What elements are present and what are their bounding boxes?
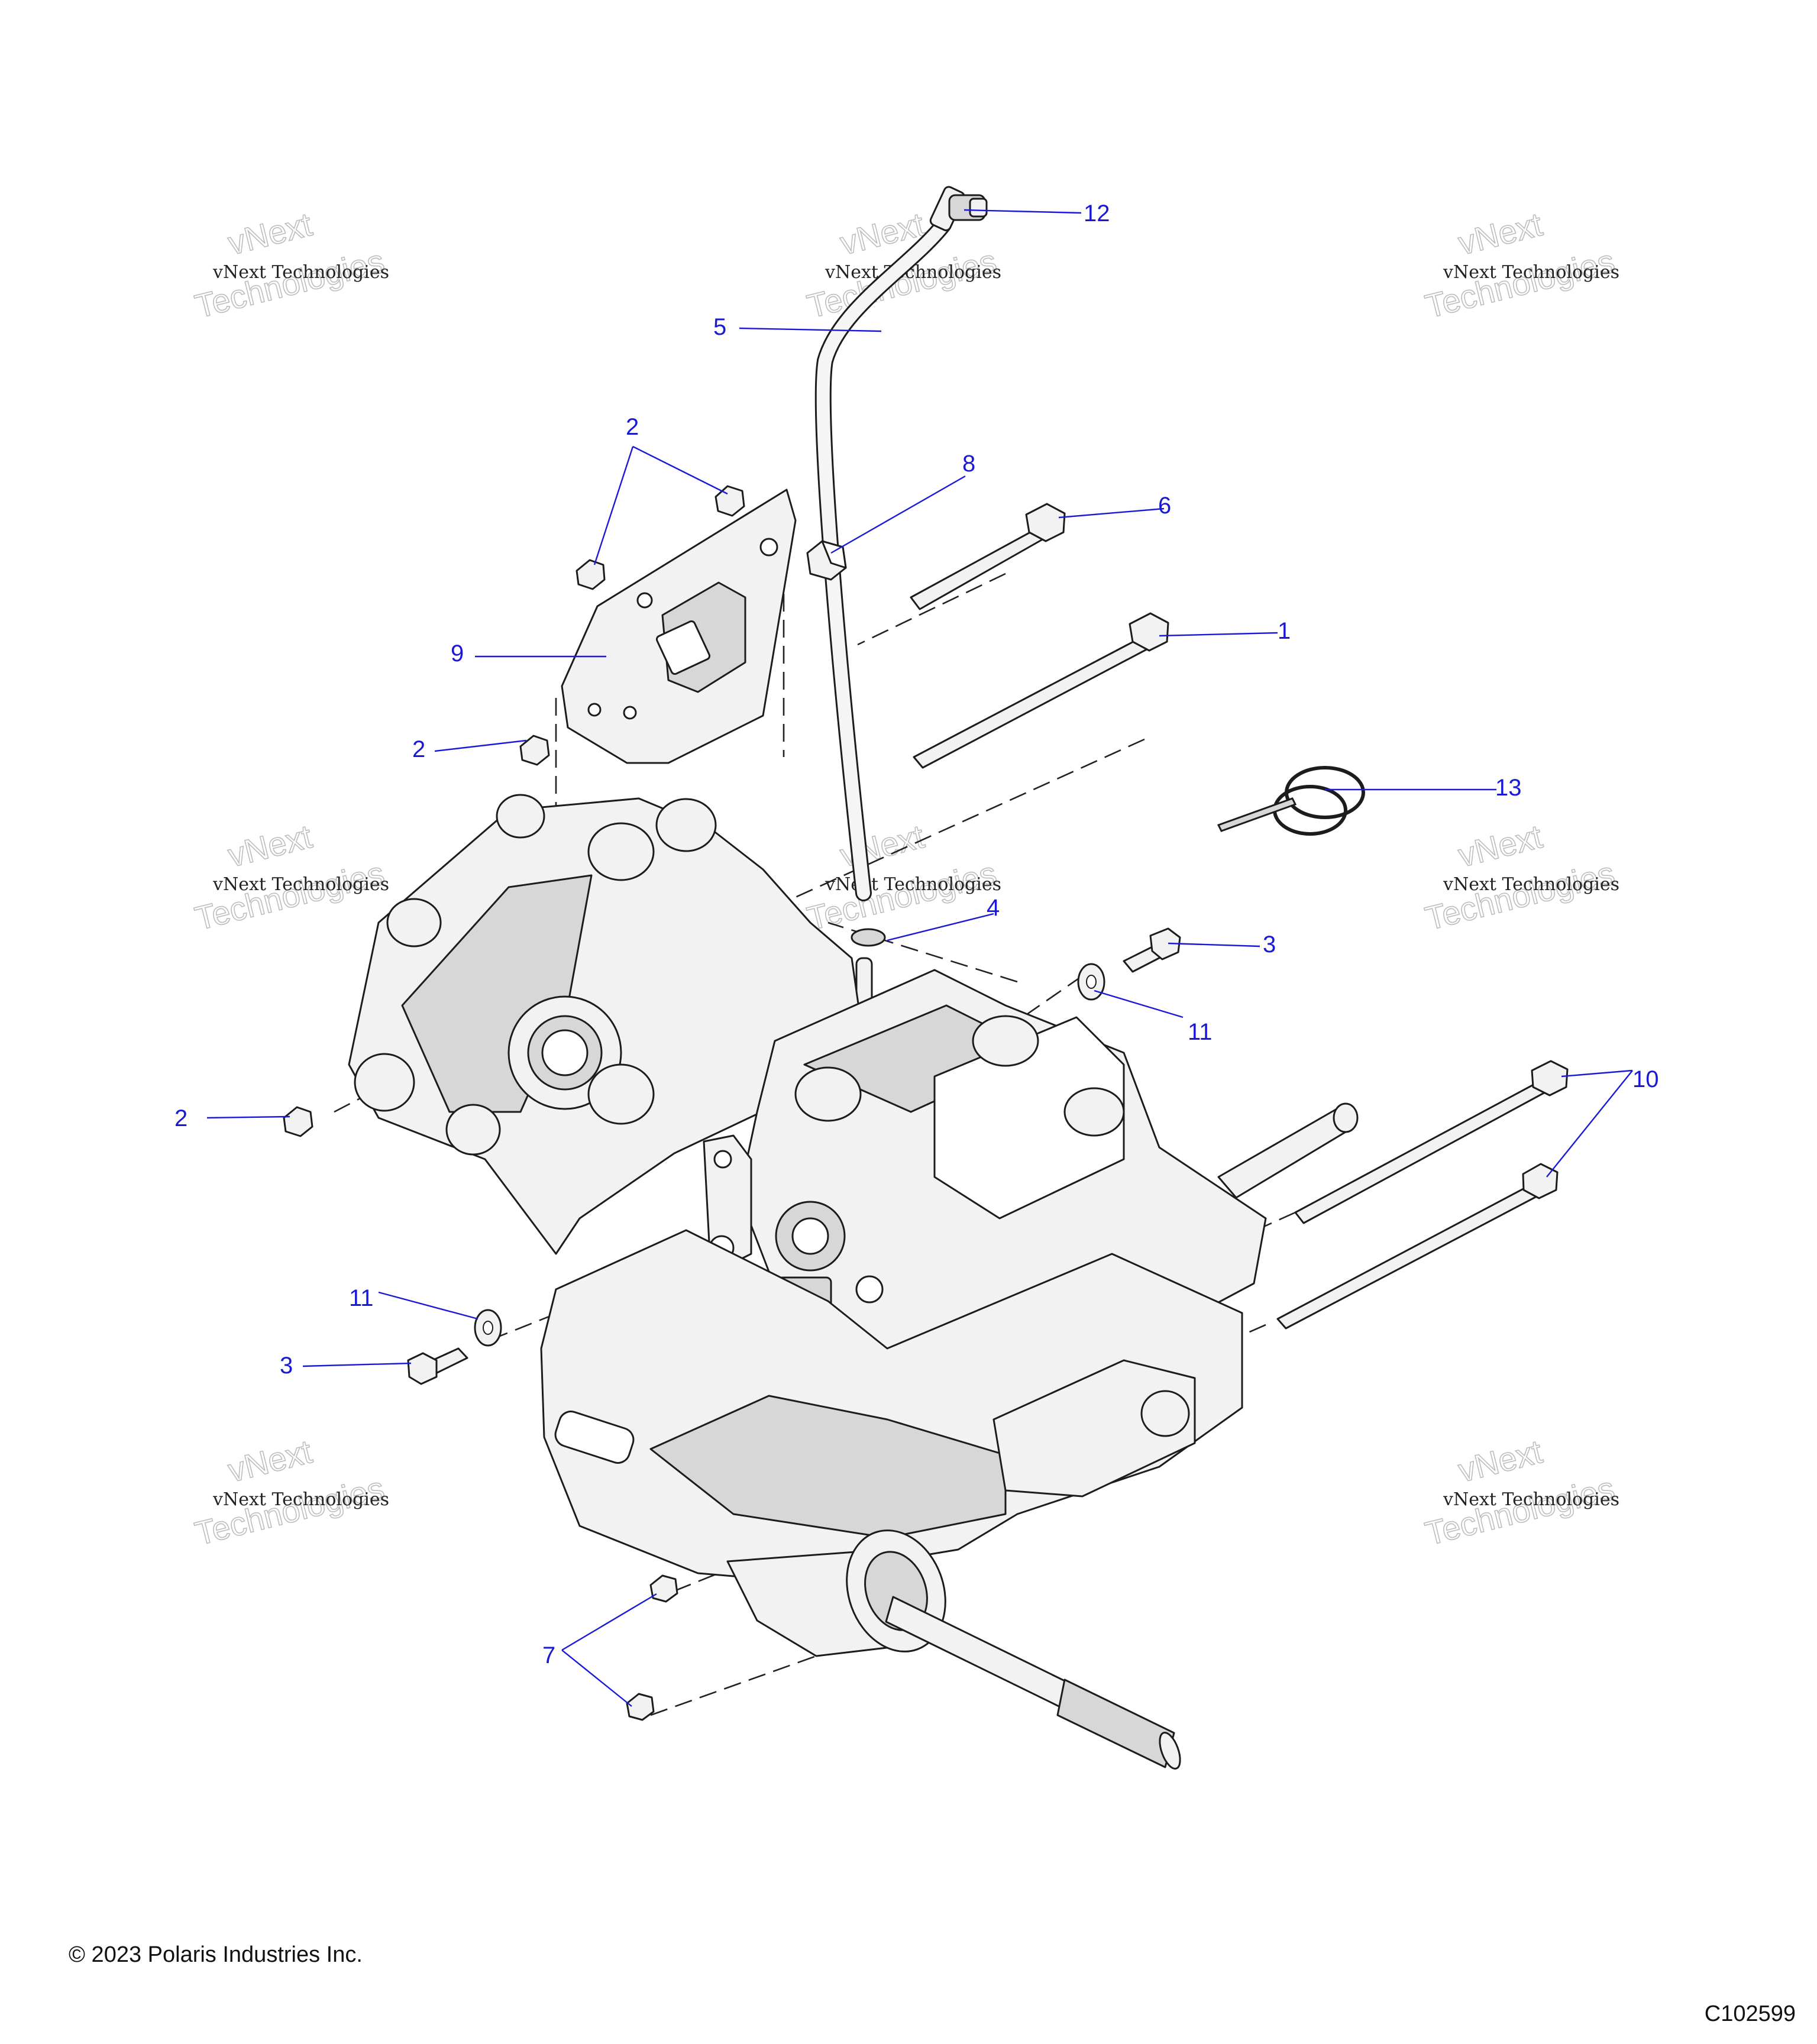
svg-text:vNext: vNext [1454,1432,1546,1489]
callout-3-right: 3 [1263,932,1276,958]
watermark: vNext Technologies vNext Technologies [1421,205,1619,325]
callout-8: 8 [962,451,975,477]
svg-text:Technologies: Technologies [191,1469,387,1552]
callout-5: 5 [713,314,726,340]
watermark: vNext Technologies vNext Technologies [191,205,389,325]
svg-text:vNext: vNext [224,1432,316,1489]
svg-text:vNext Technologies: vNext Technologies [1443,1489,1619,1510]
svg-text:vNext Technologies: vNext Technologies [212,262,389,283]
callout-2-mid: 2 [412,736,425,762]
callout-12: 12 [1084,200,1110,227]
callout-2-top: 2 [626,414,639,440]
transmission-housing [348,794,1359,1657]
short-bolts-and-washers [407,927,1181,1385]
svg-text:Technologies: Technologies [1421,854,1618,937]
callout-1: 1 [1278,618,1291,644]
watermark: vNext Technologies vNext Technologies [191,1432,389,1553]
watermark: vNext Technologies vNext Technologies [803,817,1001,937]
long-bolts [910,503,1569,1330]
output-shaft [885,1596,1181,1770]
svg-text:Technologies: Technologies [191,854,387,937]
svg-text:Technologies: Technologies [1421,1469,1618,1552]
callout-7: 7 [542,1642,555,1668]
svg-text:Technologies: Technologies [191,242,387,325]
callout-10: 10 [1632,1066,1659,1092]
svg-text:vNext: vNext [1454,817,1546,874]
svg-text:Technologies: Technologies [1421,242,1618,325]
callout-4: 4 [987,895,1000,921]
flange-nuts [283,485,745,1721]
callout-11-left: 11 [349,1285,374,1311]
svg-text:vNext: vNext [224,205,316,262]
watermark: vNext Technologies vNext Technologies [191,817,389,937]
callout-11-right: 11 [1188,1019,1213,1045]
svg-text:vNext: vNext [1454,205,1546,262]
svg-text:vNext Technologies: vNext Technologies [212,1489,389,1510]
callout-3-left: 3 [280,1353,293,1379]
elbow-fitting [929,186,988,231]
svg-text:vNext Technologies: vNext Technologies [212,874,389,895]
callout-2-left: 2 [174,1105,187,1131]
copyright-notice: © 2023 Polaris Industries Inc. [69,1942,363,1967]
callout-6: 6 [1158,493,1171,519]
breather-tube [814,216,952,901]
bracket [561,489,797,764]
svg-text:vNext Technologies: vNext Technologies [1443,262,1619,283]
callout-numbers: 12 5 2 8 6 1 9 2 13 4 3 11 2 10 11 3 7 [174,200,1659,1668]
figure-id: C102599 [1704,2001,1796,2026]
watermark: vNext Technologies vNext Technologies [1421,817,1619,937]
callout-13: 13 [1495,775,1522,801]
callout-9: 9 [451,641,464,667]
svg-text:Technologies: Technologies [803,242,1000,325]
watermark: vNext Technologies vNext Technologies [1421,1432,1619,1553]
svg-text:vNext Technologies: vNext Technologies [825,874,1001,895]
svg-text:vNext: vNext [224,817,316,874]
callout-leaders [206,209,1633,1707]
cable-tie [1217,766,1365,836]
svg-text:vNext Technologies: vNext Technologies [1443,874,1619,895]
